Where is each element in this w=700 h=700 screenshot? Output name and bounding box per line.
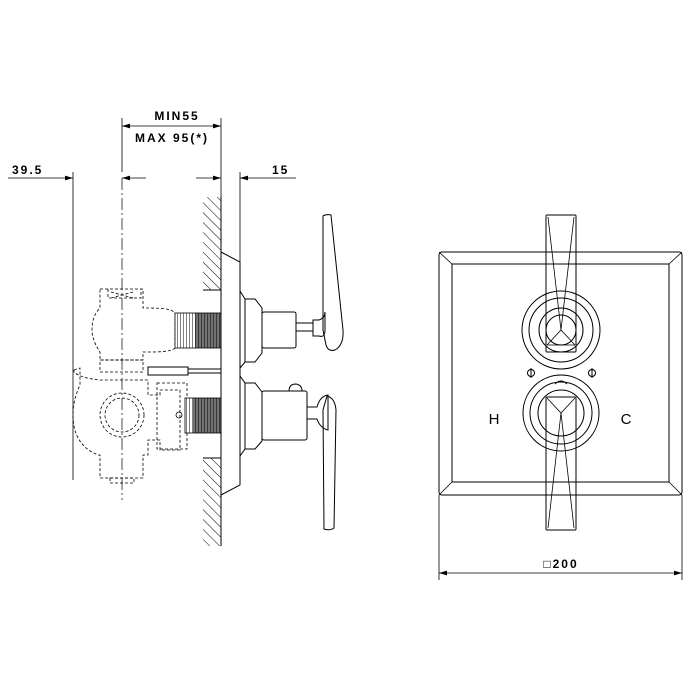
cover-plate-side: [220, 251, 241, 496]
concealed-valve-body: [72, 288, 221, 484]
wall-hatch-bottom: [203, 458, 221, 546]
dimension-min: MIN55: [154, 109, 199, 123]
hot-label: H: [489, 411, 500, 428]
wall-hatch-top: [203, 197, 221, 290]
cold-label: C: [621, 411, 632, 428]
bottom-rosette: [522, 374, 600, 452]
side-view: MIN55 MAX 95(*) 39.5 15: [8, 109, 344, 546]
cover-plate-inner: [451, 263, 670, 483]
diverter-rod: [147, 366, 189, 376]
dimension-15: 15: [272, 163, 289, 177]
top-handle-side: [239, 214, 344, 369]
dimension-200: □200: [543, 557, 578, 571]
top-lever-front: [545, 214, 577, 353]
cover-plate-outer: [438, 251, 683, 496]
dimension-max: MAX 95(*): [135, 131, 209, 145]
bottom-handle-side: [239, 375, 337, 531]
front-view: H C □200: [438, 214, 683, 580]
screw-icon: [588, 368, 596, 378]
dimension-39-5: 39.5: [12, 163, 43, 177]
screw-icon: [527, 368, 535, 378]
screw-icon: [175, 411, 183, 419]
bottom-lever-front: [545, 396, 577, 531]
